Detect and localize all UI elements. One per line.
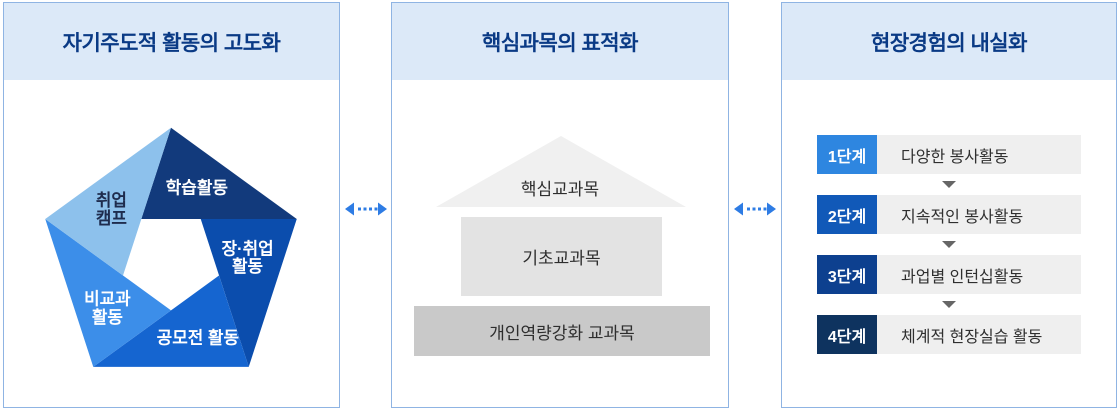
step-row: 3단계 과업별 인턴십활동 <box>817 255 1081 294</box>
step-bar: 체계적 현장실습 활동 <box>877 315 1081 354</box>
step-bar: 다양한 봉사활동 <box>877 135 1081 174</box>
down-arrow-icon <box>817 234 1081 255</box>
pentagon-segment-contest <box>93 275 249 367</box>
pentagon-segment-learning <box>141 127 297 220</box>
segment-label: 취업 <box>96 190 127 210</box>
pyramid-level-basic: 기초교과목 <box>461 217 662 296</box>
panel-self-directed: 자기주도적 활동의 고도화 학습활동 장·취업 활동 공모전 활동 <box>3 2 340 408</box>
step-bar: 지속적인 봉사활동 <box>877 195 1081 234</box>
step-bar: 과업별 인턴십활동 <box>877 255 1081 294</box>
pyramid-level-label: 개인역량강화 교과목 <box>489 323 635 343</box>
stage-badge: 3단계 <box>817 255 877 294</box>
step-row: 2단계 지속적인 봉사활동 <box>817 195 1081 234</box>
panel-core-subjects: 핵심과목의 표적화 핵심교과목 기초교과목 개인역량강화 교과목 <box>391 2 729 408</box>
steps-flow: 1단계 다양한 봉사활동 2단계 지속적인 봉사활동 <box>817 135 1081 354</box>
dotted-double-arrow-icon <box>340 202 391 216</box>
panel-title: 핵심과목의 표적화 <box>482 31 638 55</box>
panel-header: 현장경험의 내실화 <box>782 3 1116 80</box>
segment-label: 공모전 활동 <box>157 327 239 347</box>
stage-badge: 4단계 <box>817 315 877 354</box>
stage-badge: 1단계 <box>817 135 877 174</box>
pyramid-level-label: 기초교과목 <box>522 249 601 268</box>
step-label: 과업별 인턴십활동 <box>901 268 1024 286</box>
panel-title: 자기주도적 활동의 고도화 <box>62 31 281 55</box>
pentagon-segment-job <box>200 219 297 367</box>
segment-label: 학습활동 <box>166 177 228 197</box>
down-arrow-icon <box>817 294 1081 315</box>
panel-title: 현장경험의 내실화 <box>871 31 1027 55</box>
panel-field-experience: 현장경험의 내실화 1단계 다양한 봉사활동 2단계 지속적인 봉사활동 <box>781 2 1117 408</box>
panel-header: 핵심과목의 표적화 <box>392 3 728 80</box>
segment-label: 캠프 <box>96 209 127 228</box>
down-arrow-icon <box>817 174 1081 195</box>
step-label: 지속적인 봉사활동 <box>901 208 1024 226</box>
segment-label: 비교과 <box>84 290 131 309</box>
segment-label: 활동 <box>232 256 263 276</box>
pentagon-segment-camp <box>45 127 172 276</box>
pyramid-level-personal: 개인역량강화 교과목 <box>414 306 710 356</box>
segment-label: 활동 <box>92 307 123 327</box>
step-label: 다양한 봉사활동 <box>901 148 1009 166</box>
pyramid-diagram: 핵심교과목 기초교과목 개인역량강화 교과목 <box>392 80 728 408</box>
pentagon-segment-extracurricular <box>45 219 172 367</box>
pyramid-level-core <box>436 136 686 207</box>
stage-badge: 2단계 <box>817 195 877 234</box>
step-row: 1단계 다양한 봉사활동 <box>817 135 1081 174</box>
pyramid-level-label: 핵심교과목 <box>520 180 600 199</box>
pentagon-diagram: 학습활동 장·취업 활동 공모전 활동 비교과 활동 취업 캠프 <box>4 80 339 408</box>
panel-header: 자기주도적 활동의 고도화 <box>4 3 339 80</box>
segment-label: 장·취업 <box>221 238 273 258</box>
step-row: 4단계 체계적 현장실습 활동 <box>817 315 1081 354</box>
step-label: 체계적 현장실습 활동 <box>901 328 1043 346</box>
dotted-double-arrow-icon <box>729 202 781 216</box>
pentagon-pinwheel-svg: 학습활동 장·취업 활동 공모전 활동 비교과 활동 취업 캠프 <box>45 127 297 367</box>
